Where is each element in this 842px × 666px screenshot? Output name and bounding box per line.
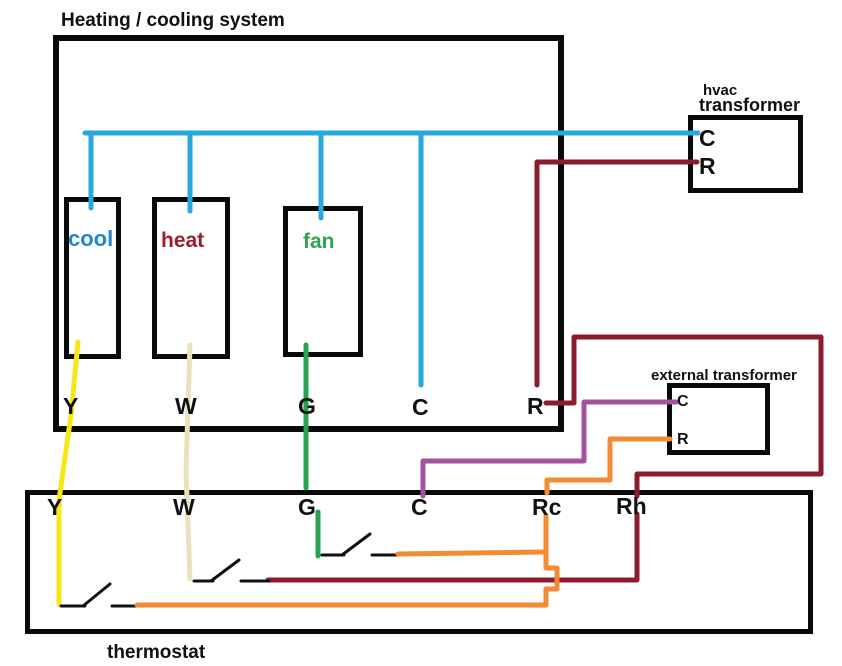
cool-label: cool: [68, 226, 114, 251]
thermostat-terminal-y: Y: [47, 494, 63, 520]
fan-label: fan: [303, 230, 335, 253]
hvac-transformer-box: [688, 115, 803, 193]
heat-unit-box: [152, 197, 230, 359]
cool-unit-box: [64, 197, 121, 359]
thermostat-box: [25, 490, 813, 634]
thermostat-terminal-w: W: [173, 494, 195, 520]
system-terminal-y: Y: [63, 393, 79, 419]
wire-orange-external-r-to-rc: [544, 436, 673, 496]
system-terminal-w: W: [175, 393, 197, 419]
thermostat-terminal-rc: Rc: [532, 494, 562, 520]
hvac-transformer-label-line2: transformer: [699, 95, 801, 115]
thermostat-terminal-g: G: [298, 494, 316, 520]
hvac-terminal-r: R: [699, 153, 716, 179]
hvac-terminal-c: C: [699, 125, 716, 151]
external-terminal-c: C: [677, 393, 689, 410]
diagram-title: Heating / cooling system: [61, 10, 285, 31]
thermostat-label: thermostat: [107, 642, 206, 663]
system-terminal-c: C: [412, 394, 429, 420]
hvac-transformer-label-line1: hvac: [703, 82, 738, 99]
system-terminal-g: G: [298, 393, 316, 419]
thermostat-terminal-c: C: [411, 494, 428, 520]
thermostat-terminal-rh: Rh: [616, 493, 647, 519]
external-transformer-label: external transformer: [651, 367, 797, 384]
system-terminal-r: R: [527, 393, 544, 419]
heat-label: heat: [161, 229, 205, 252]
external-terminal-r: R: [677, 431, 689, 448]
fan-unit-box: [283, 206, 363, 357]
